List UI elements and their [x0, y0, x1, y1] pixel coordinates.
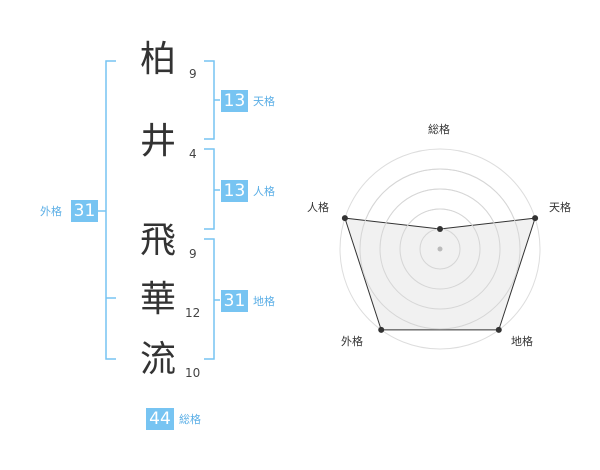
- stroke-count-4: 12: [185, 306, 201, 320]
- soukaku-value: 44: [146, 408, 174, 430]
- name-char-2: 井: [139, 121, 176, 162]
- name-char-3: 飛: [139, 220, 176, 261]
- radar-label-gaikaku: 外格: [341, 335, 363, 348]
- radar-grid-ring-overlay: [379, 188, 501, 310]
- name-char-5: 流: [139, 339, 176, 380]
- tenkaku-label: 天格: [253, 95, 275, 108]
- gaikaku-value: 31: [71, 200, 98, 222]
- stroke-count-2: 4: [189, 147, 197, 161]
- radar-point-1: [532, 215, 539, 222]
- radar-label-tenkaku: 天格: [549, 201, 571, 214]
- chikaku-value: 31: [221, 290, 248, 312]
- name-char-4: 華: [139, 279, 176, 320]
- chikaku-bracket: [204, 238, 215, 360]
- jinkaku-value: 13: [221, 180, 248, 202]
- radar-label-soukaku: 総格: [428, 123, 450, 136]
- radar-point-4: [341, 215, 348, 222]
- soukaku-label: 総格: [179, 413, 201, 426]
- radar-label-jinkaku: 人格: [307, 201, 329, 214]
- stroke-count-1: 9: [189, 67, 197, 81]
- name-char-1: 柏: [139, 39, 176, 80]
- radar-grid-ring-overlay: [399, 208, 481, 290]
- radar-center-dot: [437, 246, 443, 252]
- gaikaku-label: 外格: [40, 205, 62, 218]
- radar-grid-ring: [339, 148, 541, 350]
- stroke-count-3: 9: [189, 247, 197, 261]
- radar-point-2: [495, 326, 502, 333]
- jinkaku-bracket: [204, 148, 215, 230]
- chikaku-label: 地格: [253, 295, 275, 308]
- radar-grid-ring-overlay: [359, 168, 521, 330]
- tenkaku-value: 13: [221, 90, 248, 112]
- stroke-count-5: 10: [185, 366, 201, 380]
- radar-point-0: [437, 226, 443, 232]
- radar-label-chikaku: 地格: [511, 335, 533, 348]
- radar-point-3: [378, 326, 385, 333]
- jinkaku-label: 人格: [253, 185, 275, 198]
- gaikaku-bracket: [105, 60, 116, 360]
- radar-area: [344, 217, 536, 331]
